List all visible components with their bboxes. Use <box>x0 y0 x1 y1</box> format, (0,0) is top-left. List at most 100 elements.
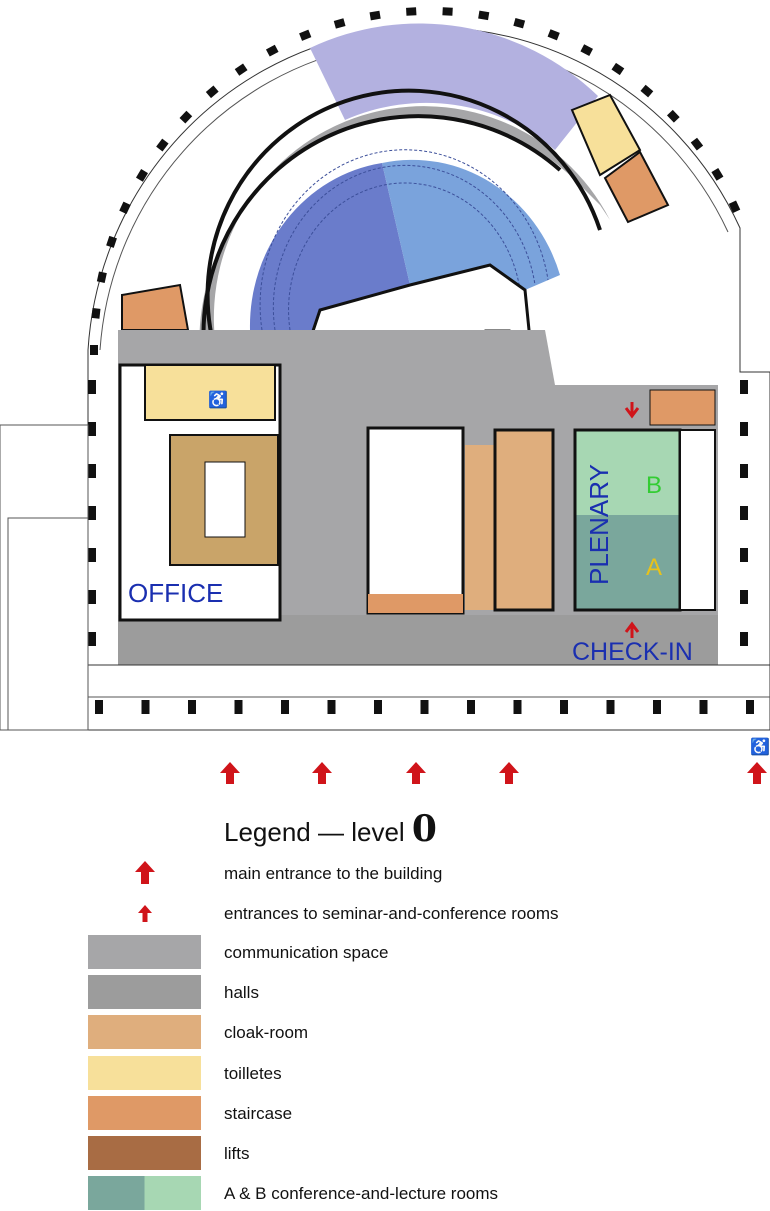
cloak-room <box>493 428 555 612</box>
room-entrance-arrow-icon <box>624 402 640 419</box>
legend-item: staircase <box>88 1095 768 1130</box>
facade-column <box>442 7 453 16</box>
room-entrance-arrow-icon <box>624 621 640 638</box>
legend-swatch <box>88 1136 201 1170</box>
facade-column <box>611 62 625 76</box>
column <box>740 422 748 436</box>
column <box>374 700 382 714</box>
column <box>513 700 522 714</box>
main-entrance-arrow-icon <box>747 762 767 784</box>
column <box>88 548 96 562</box>
legend-item: lifts <box>88 1136 768 1170</box>
column <box>740 464 748 478</box>
column <box>88 422 96 436</box>
seat-rows <box>288 182 521 331</box>
column <box>141 700 150 714</box>
facade-column <box>156 138 169 152</box>
facade-column <box>234 63 248 76</box>
plenary-label: PLENARY <box>584 464 614 585</box>
room-a-label: A <box>646 554 662 581</box>
column <box>740 380 748 394</box>
legend-swatch <box>88 1015 201 1050</box>
floor-plan: OFFICE PLENARY CHECK-IN A B ♿ ♿ <box>0 7 770 784</box>
legend-title-text: Legend — level <box>224 817 405 847</box>
facade-column <box>580 44 593 56</box>
legend-label: toilletes <box>224 1063 282 1083</box>
legend-label: A & B conference-and-lecture rooms <box>224 1184 499 1204</box>
room-entrance-arrow-icon <box>138 905 152 922</box>
toilets-upper <box>570 93 642 177</box>
column <box>653 700 661 714</box>
purple-conference-hall <box>310 23 598 150</box>
courtyard-cut <box>545 330 718 385</box>
main-entrance-arrow-icon <box>406 762 426 784</box>
staircase-middle <box>368 594 463 613</box>
legend-item: main entrance to the building <box>88 856 768 890</box>
plenary-service <box>679 429 716 611</box>
column <box>88 590 96 604</box>
wheelchair-icon: ♿ <box>750 737 770 756</box>
main-entrance-arrow-icon <box>499 762 519 784</box>
office-label: OFFICE <box>128 578 223 608</box>
facade-column <box>711 168 724 181</box>
facade-column <box>265 44 279 57</box>
staircase-right <box>649 389 716 426</box>
column <box>281 700 289 714</box>
column <box>740 548 748 562</box>
legend-label: entrances to seminar-and-conference room… <box>224 904 559 923</box>
column <box>740 590 748 604</box>
facade-column <box>728 200 741 213</box>
toilets-office <box>144 364 276 421</box>
facade-column <box>333 18 346 29</box>
room-b <box>575 430 680 515</box>
legend-item: cloak-room <box>88 1015 768 1050</box>
legend-swatch <box>88 1055 201 1090</box>
room-b-label: B <box>646 472 662 499</box>
facade-column <box>119 201 131 215</box>
facade-column <box>690 137 704 151</box>
column <box>606 700 615 714</box>
check-in-label: CHECK-IN <box>572 638 693 666</box>
legend-swatch <box>88 1095 201 1130</box>
column <box>95 700 103 714</box>
legend-swatch <box>88 935 201 969</box>
column <box>699 700 708 714</box>
column <box>327 700 336 714</box>
column <box>234 700 243 714</box>
main-hall <box>118 615 718 665</box>
legend-item: toilletes <box>88 1055 768 1090</box>
seat-rows <box>259 149 549 331</box>
column <box>740 506 748 520</box>
legend-swatch <box>88 1176 201 1211</box>
legend-item: A & B conference-and-lecture rooms <box>88 1176 768 1211</box>
room-a <box>575 515 680 610</box>
auditorium-right <box>382 159 560 290</box>
facade-column <box>91 307 101 319</box>
facade-column <box>90 345 98 355</box>
corridor-wall-inner <box>205 88 602 361</box>
legend-label: lifts <box>224 1144 250 1163</box>
column <box>560 700 568 714</box>
staircase-upper <box>603 150 670 224</box>
left-annex <box>0 424 89 731</box>
facade-column <box>179 110 193 124</box>
legend-item: entrances to seminar-and-conference room… <box>88 896 768 930</box>
column <box>188 700 196 714</box>
legend-title: Legend — level 0 <box>224 808 437 850</box>
column <box>88 506 96 520</box>
column <box>420 700 429 714</box>
middle-block <box>366 426 465 615</box>
facade-column <box>369 10 381 21</box>
legend-label: cloak-room <box>224 1023 309 1043</box>
facade-column <box>135 169 148 182</box>
main-entrance-arrow-icon <box>220 762 240 784</box>
facade-column <box>547 29 560 41</box>
main-entrance-arrow-icon <box>312 762 332 784</box>
facade-column <box>406 7 417 16</box>
facade-column <box>106 235 117 248</box>
legend-item: communication space <box>88 935 768 969</box>
column <box>88 380 96 394</box>
main-entrance-arrow-icon <box>135 861 155 884</box>
legend-label: communication space <box>224 943 389 962</box>
column <box>467 700 475 714</box>
